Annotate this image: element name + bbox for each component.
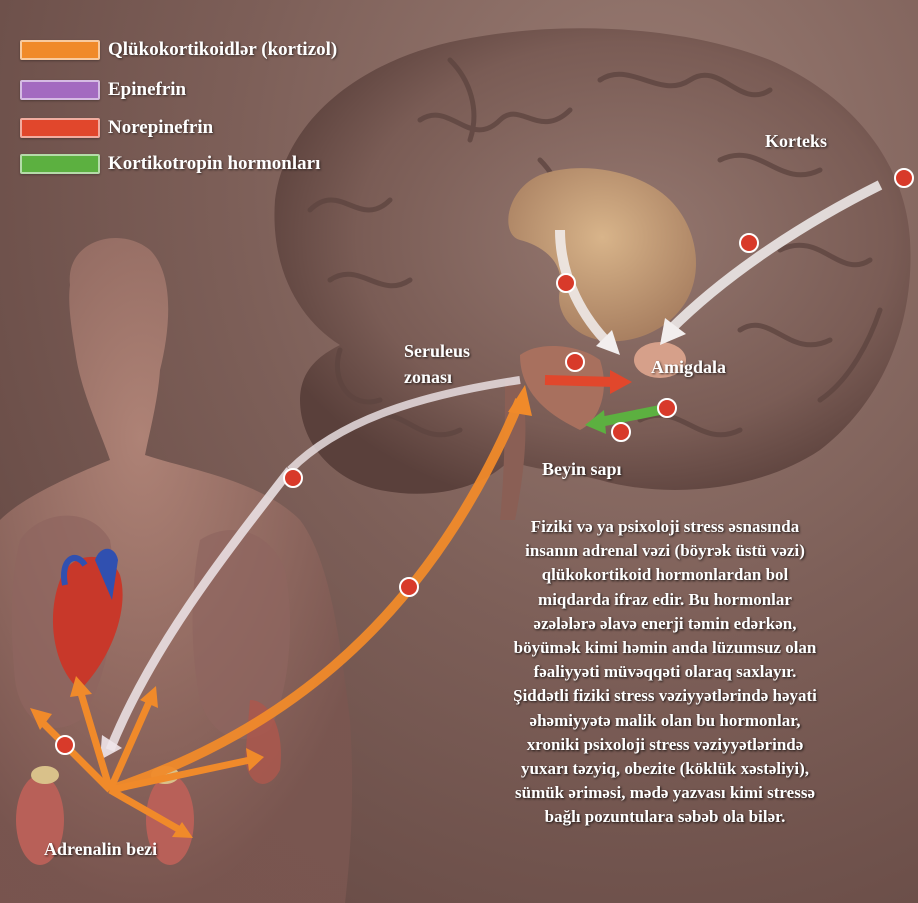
legend-item-corticotropin: Kortikotropin hormonları bbox=[20, 153, 320, 175]
label-adrenalin-bezi: Adrenalin bezi bbox=[44, 838, 157, 860]
legend-label: Epinefrin bbox=[108, 79, 186, 101]
description-line: Fiziki və ya psixoloji stress əsnasında bbox=[420, 515, 910, 539]
legend-item-glucocorticoids: Qlükokortikoidlər (kortizol) bbox=[20, 39, 337, 61]
description-line: yuxarı təzyiq, obezite (köklük xəstəliyi… bbox=[420, 757, 910, 781]
legend-label: Norepinefrin bbox=[108, 117, 213, 139]
label-seruleus-line2: zonası bbox=[404, 366, 452, 388]
label-amigdala: Amigdala bbox=[651, 356, 726, 378]
brain bbox=[274, 28, 910, 520]
description-line: əzələlərə əlavə enerji təmin edərkən, bbox=[420, 612, 910, 636]
label-korteks: Korteks bbox=[765, 130, 827, 152]
legend-label: Kortikotropin hormonları bbox=[108, 153, 320, 175]
description-line: fəaliyyəti müvəqqəti olaraq saxlayır. bbox=[420, 660, 910, 684]
legend-item-norepinephrine: Norepinefrin bbox=[20, 117, 213, 139]
legend-label: Qlükokortikoidlər (kortizol) bbox=[108, 39, 337, 61]
description-line: qlükokortikoid hormonlardan bol bbox=[420, 563, 910, 587]
description-line: əhəmiyyətə malik olan bu hormonlar, bbox=[420, 709, 910, 733]
description-line: miqdarda ifraz edir. Bu hormonlar bbox=[420, 588, 910, 612]
description-line: böyümək kimi həmin anda lüzumsuz olan bbox=[420, 636, 910, 660]
label-beyin-sapi: Beyin sapı bbox=[542, 458, 622, 480]
legend-swatch bbox=[20, 118, 100, 138]
legend-swatch bbox=[20, 154, 100, 174]
description-text: Fiziki və ya psixoloji stress əsnasında … bbox=[420, 515, 910, 830]
label-seruleus-line1: Seruleus bbox=[404, 340, 470, 362]
description-line: Şiddətli fiziki stress vəziyyətlərində h… bbox=[420, 684, 910, 708]
legend-swatch bbox=[20, 40, 100, 60]
description-line: insanın adrenal vəzi (böyrək üstü vəzi) bbox=[420, 539, 910, 563]
legend-swatch bbox=[20, 80, 100, 100]
description-line: sümük əriməsi, mədə yazvası kimi stressə bbox=[420, 781, 910, 805]
description-line: xroniki psixoloji stress vəziyyətlərində bbox=[420, 733, 910, 757]
legend-item-epinephrine: Epinefrin bbox=[20, 79, 186, 101]
description-line: bağlı pozuntulara səbəb ola bilər. bbox=[420, 805, 910, 829]
